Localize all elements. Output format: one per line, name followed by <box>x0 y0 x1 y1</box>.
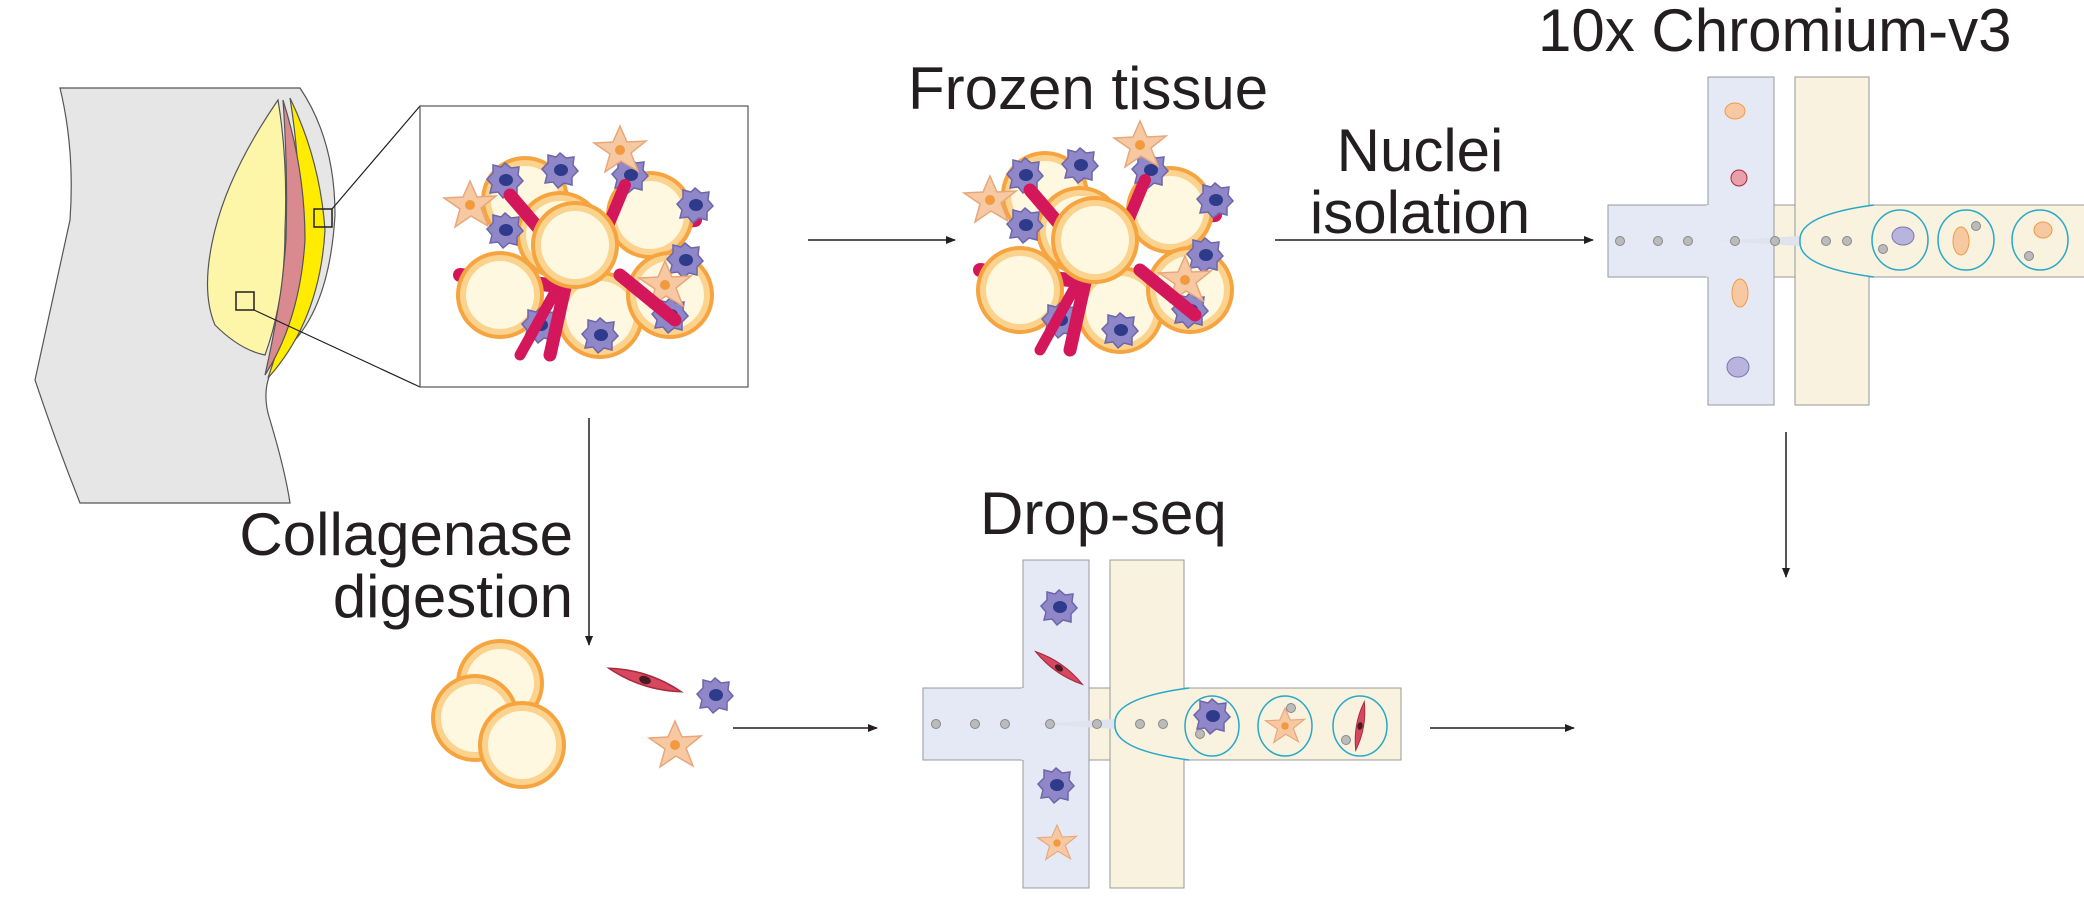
label-collagenase-line1: Collagenase <box>239 501 573 568</box>
label-10x-chromium: 10x Chromium-v3 <box>1538 0 2012 64</box>
label-nuclei-isolation-line2: isolation <box>1309 179 1531 246</box>
label-nuclei-isolation-line1: Nuclei <box>1336 117 1504 184</box>
sample-site-box-lower <box>235 291 255 311</box>
tissue-zoom-panel <box>419 105 749 388</box>
chromium-microfluidic-chip <box>1607 76 2084 406</box>
body-illustration <box>34 87 421 504</box>
workflow-arrows <box>585 236 1790 732</box>
sample-site-box-upper <box>313 208 333 228</box>
dropseq-microfluidic-chip <box>922 559 1402 889</box>
label-frozen-tissue: Frozen tissue <box>908 55 1269 122</box>
dissociated-cells <box>431 639 734 789</box>
label-collagenase-line2: digestion <box>332 563 573 630</box>
label-drop-seq: Drop-seq <box>980 480 1227 547</box>
frozen-tissue-cluster <box>964 121 1234 354</box>
